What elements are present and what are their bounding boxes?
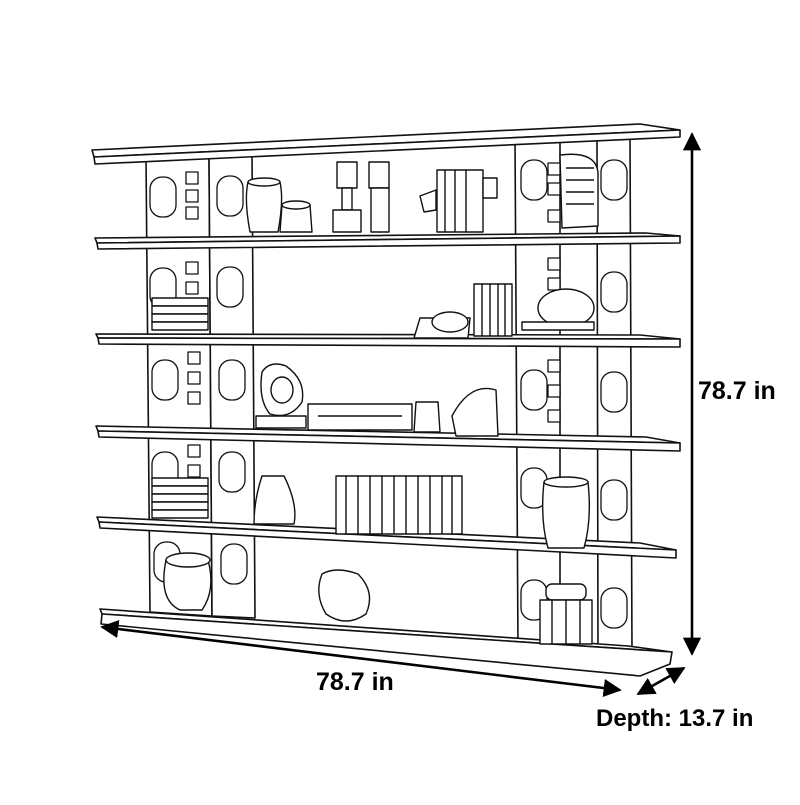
books-item [436, 169, 484, 233]
shelf-1 [91, 123, 681, 165]
stool-item [545, 583, 587, 601]
pumpkin-vase-item [318, 569, 371, 622]
deer-figurine-item [451, 387, 499, 437]
shelf-2 [94, 232, 681, 250]
cutouts-left-inner [216, 175, 248, 585]
tray-item [307, 403, 413, 431]
width-label: 78.7 in [316, 668, 394, 696]
shelf-4 [95, 425, 681, 452]
cutouts-right-outer [600, 159, 628, 629]
candle-holder-item [336, 161, 358, 189]
striped-jar-item [559, 153, 599, 229]
width-arrow [100, 619, 622, 698]
height-label: 78.7 in [698, 377, 776, 405]
vase-item [253, 475, 296, 525]
book-stack-item [151, 297, 209, 307]
urn-item [541, 481, 591, 549]
pot-item [163, 559, 212, 611]
panel-notches [185, 162, 561, 478]
books-item [335, 475, 463, 535]
vase-item [245, 181, 283, 233]
shelf-3 [95, 333, 681, 348]
depth-label: Depth: 13.7 in [596, 705, 754, 732]
book-stack-item [151, 477, 209, 487]
depth-arrow [636, 666, 686, 696]
books-item [473, 283, 513, 337]
dimension-arrows [100, 132, 702, 698]
figurine-item [413, 401, 441, 433]
